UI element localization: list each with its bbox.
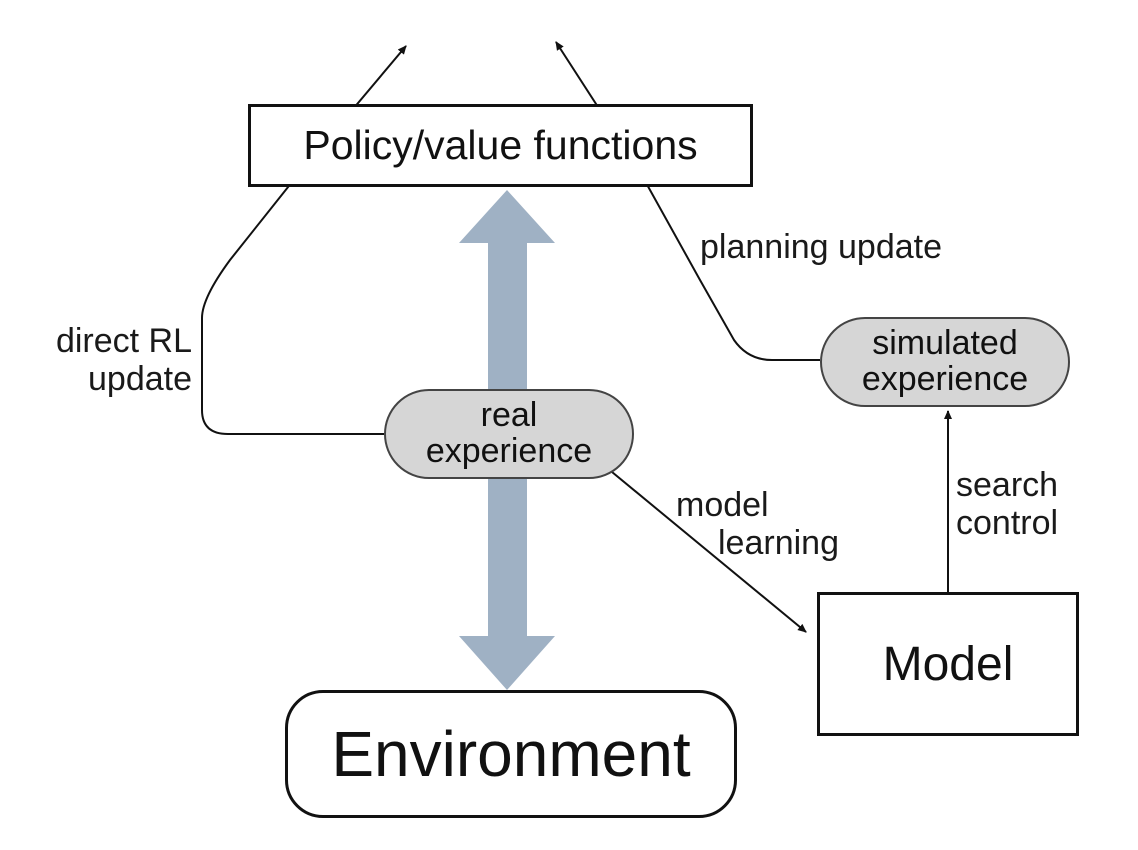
direct-rl-update-line-1: direct RL bbox=[55, 322, 192, 360]
search-control-line-1: search bbox=[956, 466, 1059, 504]
direct-rl-update-line-2: update bbox=[88, 360, 192, 399]
policy-value-functions-label: Policy/value functions bbox=[303, 122, 698, 168]
direct-rl-update-arrow bbox=[201, 45, 407, 435]
model-learning-line-1: model bbox=[676, 486, 769, 524]
model-learning-line-2: learning bbox=[718, 524, 839, 563]
simulated-experience-line-1: simulated bbox=[872, 324, 1018, 363]
model-learning-label: model learning bbox=[676, 486, 856, 562]
policy-value-functions-box: Policy/value functions bbox=[248, 104, 753, 187]
search-control-line-2: control bbox=[956, 504, 1059, 543]
simulated-experience-node: simulated experience bbox=[820, 317, 1070, 407]
planning-update-label: planning update bbox=[700, 228, 943, 266]
direct-rl-update-label: direct RL update bbox=[38, 322, 192, 398]
planning-update-arrow bbox=[555, 41, 820, 361]
environment-label: Environment bbox=[331, 718, 691, 790]
real-experience-node: real experience bbox=[384, 389, 634, 479]
model-box: Model bbox=[817, 592, 1079, 736]
environment-box: Environment bbox=[285, 690, 737, 818]
real-experience-line-1: real bbox=[480, 396, 538, 435]
search-control-label: search control bbox=[956, 466, 1058, 542]
simulated-experience-line-2: experience bbox=[861, 360, 1029, 398]
model-label: Model bbox=[882, 637, 1014, 691]
model-learning-arrow bbox=[611, 471, 807, 633]
real-experience-line-2: experience bbox=[425, 432, 593, 470]
